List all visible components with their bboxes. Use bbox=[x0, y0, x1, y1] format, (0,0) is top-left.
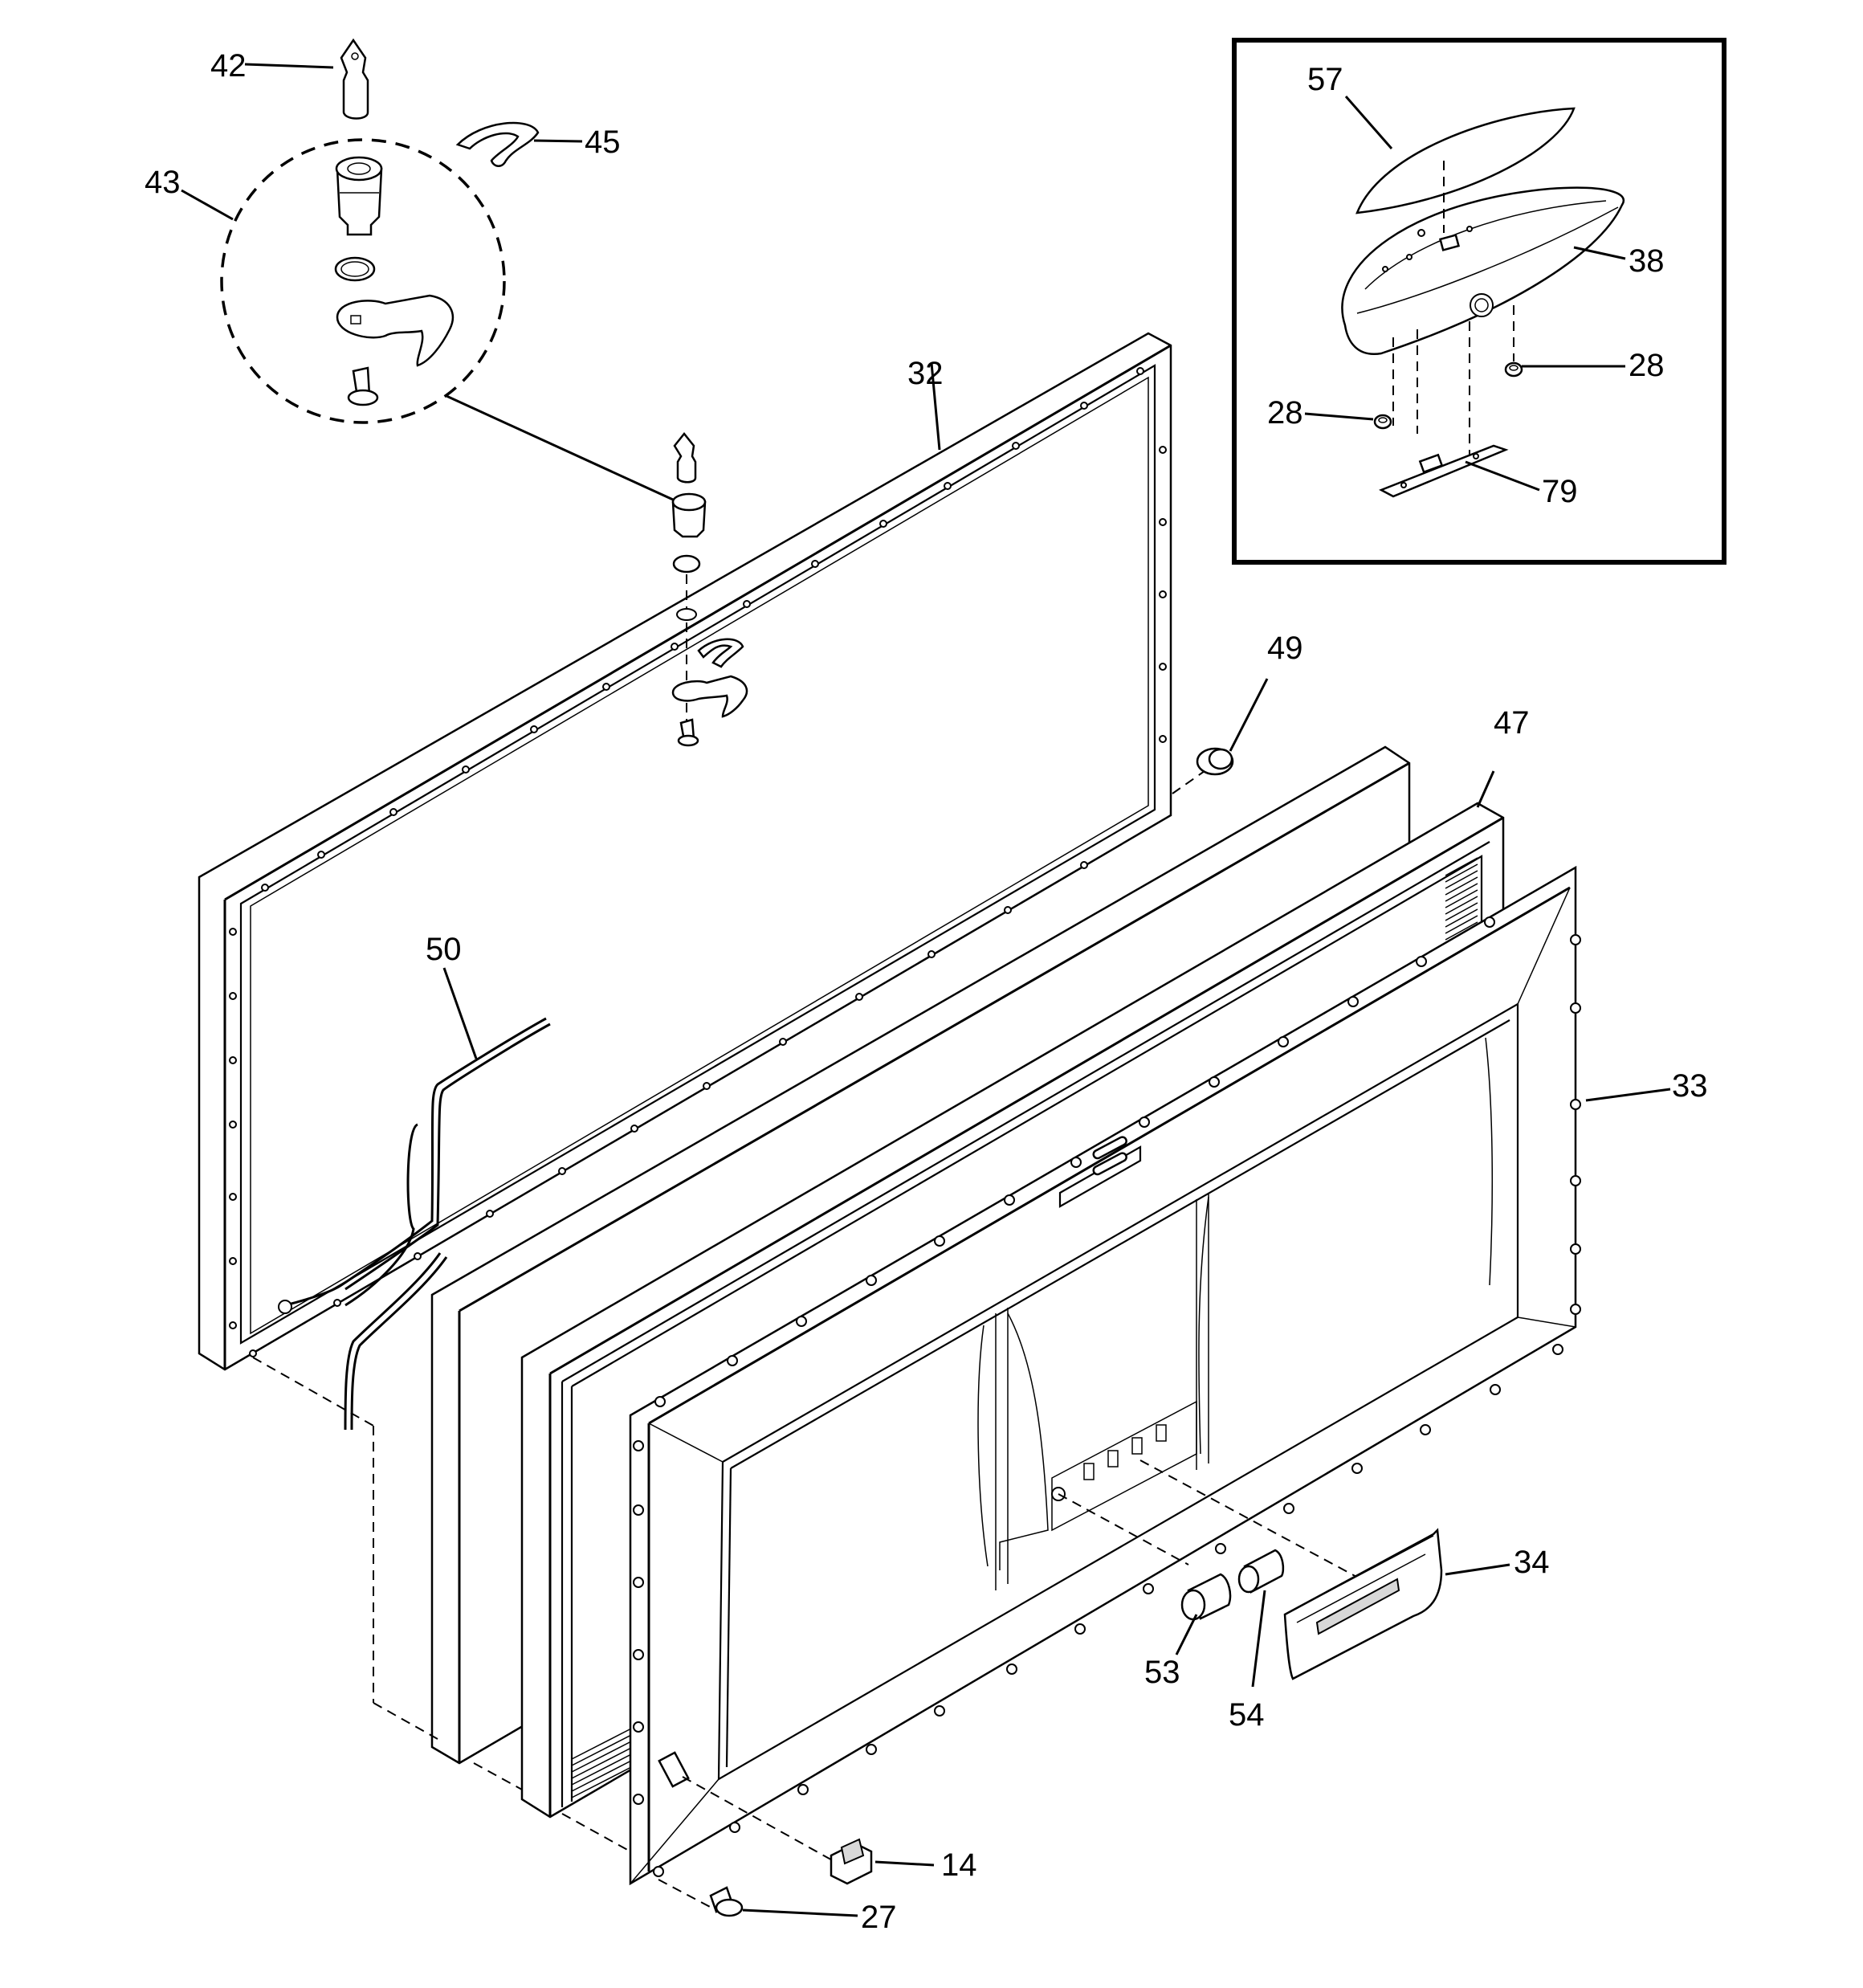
callout-14: 14 bbox=[941, 1847, 977, 1883]
mounted-lock-parts bbox=[671, 431, 748, 747]
callout-43: 43 bbox=[145, 165, 181, 200]
callout-54: 54 bbox=[1229, 1697, 1265, 1733]
callout-32: 32 bbox=[907, 356, 944, 391]
push-pin-part bbox=[709, 1886, 858, 1917]
inset-lamp-assembly bbox=[1232, 38, 1726, 565]
callout-27: 27 bbox=[861, 1900, 897, 1935]
valve-part bbox=[1175, 1573, 1232, 1655]
switch-part bbox=[830, 1838, 935, 1885]
lamp-lens-part bbox=[1355, 107, 1576, 214]
cap-part bbox=[1237, 1549, 1285, 1688]
liner-mounting-holes bbox=[633, 916, 1581, 1877]
lock-cylinder-part bbox=[335, 156, 383, 236]
handle-cover-part bbox=[1283, 1528, 1510, 1680]
callout-50: 50 bbox=[426, 932, 462, 967]
door-outer-panel bbox=[198, 332, 1172, 1371]
plug-part bbox=[1196, 678, 1269, 776]
callout-33: 33 bbox=[1672, 1068, 1708, 1104]
callout-53: 53 bbox=[1144, 1655, 1180, 1690]
key-part bbox=[340, 38, 369, 120]
callout-57: 57 bbox=[1307, 62, 1343, 97]
screw-part bbox=[1373, 414, 1392, 430]
door-inner-liner-part bbox=[629, 865, 1671, 1886]
callout-34: 34 bbox=[1514, 1545, 1550, 1580]
callout-38: 38 bbox=[1629, 243, 1665, 279]
callout-49: 49 bbox=[1267, 631, 1303, 666]
heater-wire-part bbox=[278, 967, 551, 1431]
screw-part bbox=[1504, 361, 1523, 378]
callout-45: 45 bbox=[585, 125, 621, 160]
callout-79: 79 bbox=[1542, 474, 1578, 509]
callout-47: 47 bbox=[1494, 705, 1530, 741]
callout-labels: 42 45 43 32 57 38 28 28 79 49 47 50 33 3… bbox=[145, 48, 1708, 1935]
callout-42: 42 bbox=[210, 48, 247, 84]
callout-28-left: 28 bbox=[1267, 395, 1303, 431]
mounting-holes bbox=[229, 367, 1167, 1357]
lock-detail-circle bbox=[220, 138, 506, 424]
lock-assembly bbox=[181, 38, 674, 501]
callout-28-right: 28 bbox=[1629, 348, 1665, 383]
cam-screw-part bbox=[347, 366, 379, 406]
lock-cam-part bbox=[336, 294, 455, 367]
retainer-clip-part bbox=[455, 121, 540, 167]
